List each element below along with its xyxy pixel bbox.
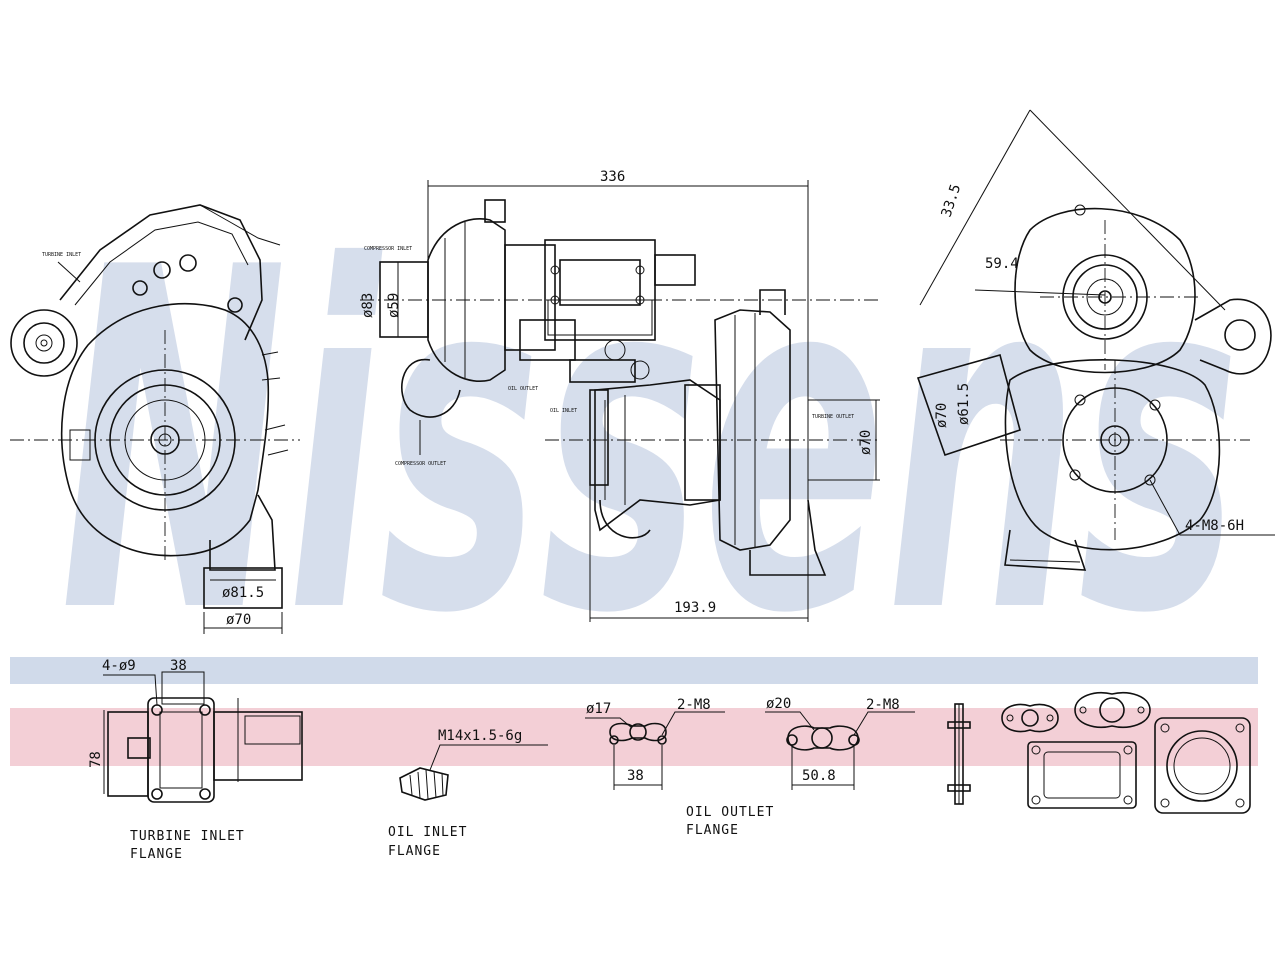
oil-outlet-left-spacing: 38	[627, 768, 644, 784]
turbine-inlet-flange-group: 4-ø9 38 78 TURBINE INLET FLANGE	[88, 658, 303, 862]
oil-outlet-right-spacing: 50.8	[802, 768, 836, 784]
dim-compressor-inlet-outer: ø83	[360, 293, 376, 318]
oil-inlet-caption-1: OIL INLET	[388, 825, 467, 840]
tiny-compressor-outlet: COMPRESSOR OUTLET	[395, 461, 446, 467]
oil-inlet-caption-2: FLANGE	[388, 844, 441, 859]
oil-inlet-thread: M14x1.5-6g	[438, 728, 522, 744]
left-view-turbine-side: ø81.5 ø70 TURBINE INLET	[10, 204, 300, 634]
tiny-compressor-inlet: COMPRESSOR INLET	[364, 246, 412, 252]
blue-band	[10, 657, 1258, 684]
watermark-layer: Nissens	[60, 169, 1240, 716]
oil-outlet-right-bore: ø20	[766, 696, 791, 712]
dim-right-inlet-outer: ø61.5	[956, 383, 972, 425]
tiny-oil-outlet: OIL OUTLET	[508, 386, 538, 392]
right-view-compressor-side: 33.5 59.4 ø61.5 ø70 4-M8-6H	[916, 109, 1275, 571]
dim-outlet-offset: 193.9	[674, 600, 716, 616]
oil-outlet-right-threads: 2-M8	[866, 697, 900, 713]
turbine-flange-caption-1: TURBINE INLET	[130, 829, 245, 844]
center-view-side: 336 193.9 ø83 ø59 COMPRESSOR INLET COMPR…	[360, 169, 880, 622]
dim-overall-length: 336	[600, 169, 625, 185]
dim-compressor-outlet: ø70	[858, 430, 874, 455]
tiny-turbine-outlet: TURBINE OUTLET	[812, 414, 854, 420]
oil-inlet-flange-group: M14x1.5-6g OIL INLET FLANGE	[388, 728, 548, 859]
turbine-flange-height: 78	[88, 751, 104, 768]
tiny-oil-inlet: OIL INLET	[550, 408, 577, 414]
dim-angle-small: 59.4	[985, 256, 1019, 272]
turbine-flange-caption-2: FLANGE	[130, 847, 183, 862]
dim-turbine-outlet-outer: ø81.5	[222, 585, 264, 601]
oil-outlet-caption-2: FLANGE	[686, 823, 739, 838]
oil-outlet-left-bore: ø17	[586, 701, 611, 717]
oil-outlet-left-threads: 2-M8	[677, 697, 711, 713]
oil-outlet-caption-1: OIL OUTLET	[686, 805, 774, 820]
oil-outlet-flange-group: 38 ø17 2-M8 50.8 ø20 2-M8 OIL OUTLET FLA…	[585, 696, 915, 838]
brand-watermark: Nissens	[60, 169, 1240, 716]
turbine-flange-spacing: 38	[170, 658, 187, 674]
dim-turbine-outlet-inner: ø70	[226, 612, 251, 628]
pink-band	[10, 708, 1258, 766]
dim-compressor-inlet-inner: ø59	[386, 293, 402, 318]
turbine-flange-holes: 4-ø9	[102, 658, 136, 674]
tiny-turbine-inlet: TURBINE INLET	[42, 252, 81, 258]
dim-right-inlet-inner: ø70	[934, 403, 950, 428]
dim-mounting-studs: 4-M8-6H	[1185, 518, 1244, 534]
gasket-kit-group	[947, 692, 1251, 814]
